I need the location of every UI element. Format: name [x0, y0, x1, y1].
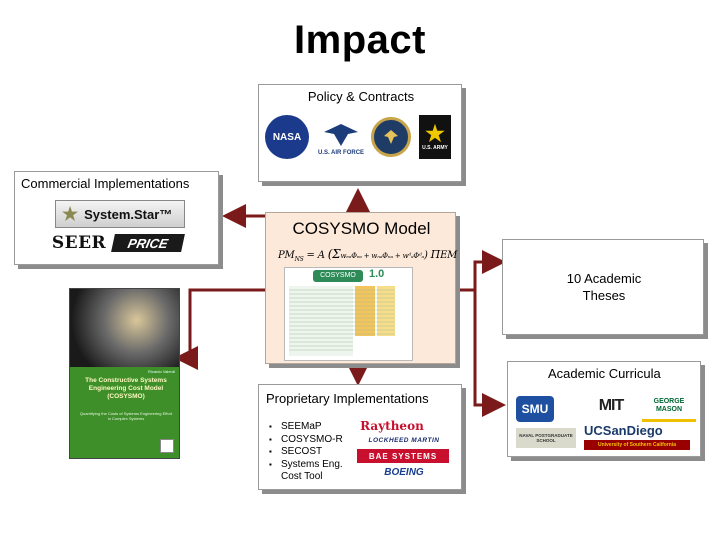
commercial-box: Commercial Implementations ★ System.Star… [14, 171, 219, 265]
formula-close: ) [423, 250, 428, 261]
theses-box: 10 Academic Theses [502, 239, 704, 335]
air-force-logo-text: U.S. AIR FORCE [317, 150, 365, 156]
nasa-logo-text: NASA [272, 131, 302, 143]
star-icon: ★ [62, 203, 79, 224]
ucsd-logo: UCSanDiego [584, 422, 686, 438]
proprietary-list: SEEMaP COSYSMO-R SECOST Systems Eng. Cos… [267, 421, 351, 484]
bae-systems-text: BAE SYSTEMS [368, 451, 438, 461]
naval-postgraduate-logo: NAVAL POSTGRADUATE SCHOOL [516, 428, 576, 448]
george-mason-logo: GEORGE MASON [642, 392, 696, 422]
system-star-text: System.Star™ [84, 206, 173, 222]
bae-systems-logo: BAE SYSTEMS [357, 449, 449, 463]
smu-logo: SMU [516, 396, 554, 422]
naval-postgraduate-text: NAVAL POSTGRADUATE SCHOOL [519, 433, 573, 443]
boeing-logo: BOEING [367, 465, 441, 479]
cosysmo-tool-badge: COSYSMO [313, 270, 363, 282]
curricula-box: Academic Curricula SMU MIT GEORGE MASON … [507, 361, 701, 457]
cosysmo-tool-screenshot: COSYSMO 1.0 [284, 267, 413, 361]
air-force-logo: U.S. AIR FORCE [315, 115, 367, 161]
spreadsheet-grid-icon [289, 286, 395, 356]
price-text: PRICE [126, 235, 170, 251]
george-mason-text: GEORGE MASON [653, 397, 685, 413]
proprietary-item: SEEMaP [269, 421, 351, 434]
commercial-label: Commercial Implementations [21, 176, 190, 191]
cosysmo-book-cover: Ricardo Valerdi The Constructive Systems… [69, 288, 180, 459]
dod-seal [371, 117, 411, 157]
formula-sum: (Σ [327, 247, 341, 261]
price-logo: PRICE [111, 234, 185, 252]
arrow-to-curricula [473, 290, 506, 417]
lockheed-martin-logo: LOCKHEED MARTIN [357, 435, 451, 445]
book-photo [70, 289, 179, 367]
proprietary-label: Proprietary Implementations [266, 391, 429, 406]
proprietary-item: SECOST [269, 446, 351, 459]
formula-sub: NS [294, 256, 304, 263]
raytheon-logo: Raytheon [359, 419, 425, 433]
book-publisher-icon [160, 439, 174, 453]
policy-label: Policy & Contracts [307, 89, 415, 104]
air-force-wings-icon [324, 124, 358, 146]
cosysmo-model-label: COSYSMO Model [292, 219, 431, 238]
seer-logo: SEER [51, 232, 107, 254]
mit-text: MIT [598, 397, 625, 414]
book-subtitle: Quantifying the Costs of Systems Enginee… [79, 411, 173, 421]
usc-logo: University of Southern California [584, 440, 690, 450]
ucsd-text: UCSanDiego [584, 422, 663, 438]
us-army-logo-text: U.S. ARMY [422, 145, 448, 151]
book-title: The Constructive Systems Engineering Cos… [85, 377, 167, 400]
mit-logo: MIT [594, 396, 628, 416]
proprietary-item: Systems Eng. Cost Tool [269, 459, 351, 484]
book-author: Ricardo Valerdi [147, 369, 175, 374]
raytheon-text: Raytheon [360, 419, 424, 433]
arrow-to-theses [456, 250, 506, 292]
smu-text: SMU [521, 402, 549, 416]
theses-label: 10 Academic Theses [566, 271, 642, 303]
nasa-logo: NASA [265, 115, 309, 159]
formula-em: EM [440, 250, 458, 261]
formula-product: Π [430, 248, 441, 261]
cosysmo-model-box: COSYSMO Model PMNS = A (ΣwₑₐΦₑₐ + wₙₐΦₙₐ… [265, 212, 457, 364]
page-title: Impact [294, 18, 426, 62]
proprietary-box: Proprietary Implementations SEEMaP COSYS… [258, 384, 462, 490]
us-army-logo: ★ U.S. ARMY [419, 115, 451, 159]
arrow-to-book [174, 288, 265, 370]
usc-text: University of Southern California [597, 442, 677, 448]
formula-terms: wₑₐΦₑₐ + wₙₐΦₙₐ + wᵈₐΦᵈₐ [340, 252, 424, 260]
proprietary-item: COSYSMO-R [269, 434, 351, 447]
boeing-text: BOEING [384, 466, 424, 478]
tool-badge-text: COSYSMO [320, 272, 356, 279]
army-star-icon: ★ [425, 121, 445, 146]
policy-box: Policy & Contracts NASA U.S. AIR FORCE ★… [258, 84, 462, 182]
cosysmo-version: 1.0 [369, 268, 385, 280]
formula-pm: PM [278, 250, 295, 261]
curricula-label: Academic Curricula [548, 366, 661, 381]
system-star-logo: ★ System.Star™ [55, 200, 185, 228]
seer-text: SEER [51, 233, 107, 253]
formula-a: = A [306, 250, 325, 261]
eagle-icon [384, 130, 398, 144]
lockheed-martin-text: LOCKHEED MARTIN [368, 436, 440, 444]
cosysmo-formula: PMNS = A (ΣwₑₐΦₑₐ + wₙₐΦₙₐ + wᵈₐΦᵈₐ) ΠEM [278, 247, 457, 263]
